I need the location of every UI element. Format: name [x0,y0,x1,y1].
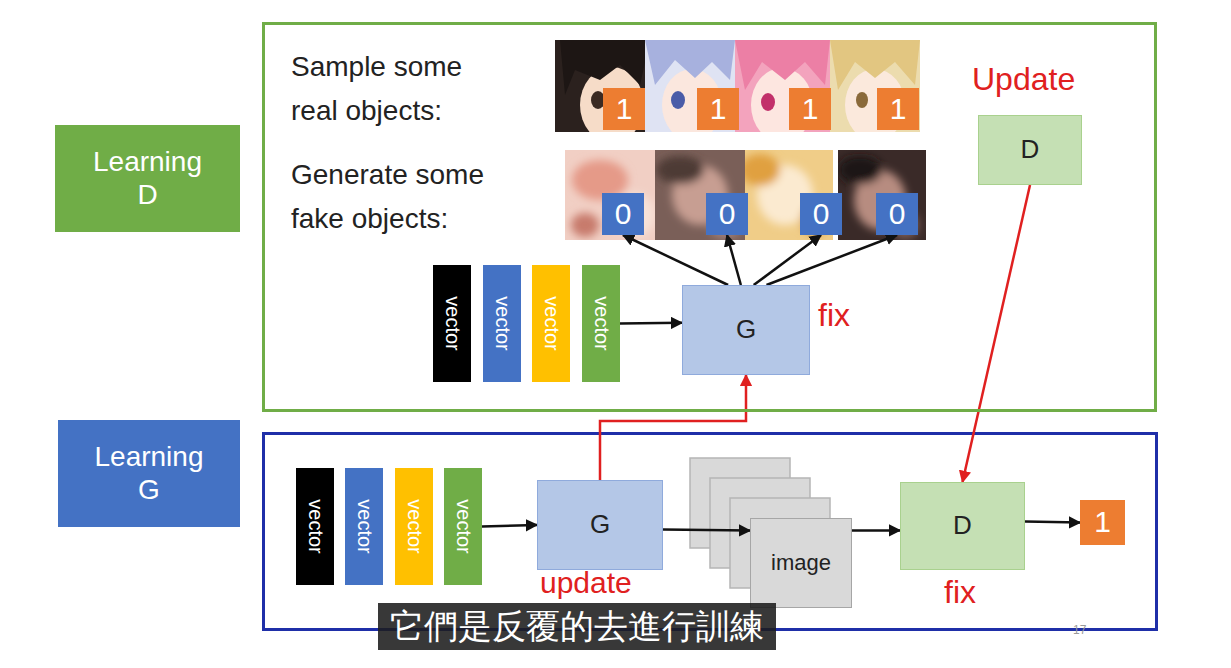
label-badge: 1 [789,88,831,130]
node-text: vector [304,499,327,553]
state-note: fix [818,298,850,333]
state-note: Update [972,62,1075,97]
section-heading: Generate some fake objects: [291,153,503,241]
generator-box: G [537,480,663,570]
node-text: image [771,550,831,575]
subtitle-text: 它們是反覆的去進行訓練 [390,605,764,648]
fake-face-images [565,150,926,240]
node-text: D [1021,135,1040,165]
node-text: 1 [616,92,633,127]
node-text: Learning G [88,441,210,505]
learning-g-frame [264,434,1157,630]
page-number: 17 [1073,624,1086,637]
label-badge: 0 [876,193,918,235]
label-badge: 1 [877,88,919,130]
flow-arrow [620,322,682,325]
update-arrow [963,185,1031,482]
latent-vector: vector [345,468,383,585]
node-text: 1 [890,92,907,127]
discriminator-box: D [900,482,1025,570]
flow-arrow [727,235,741,285]
node-text: 0 [813,197,830,232]
label-badge: 1 [603,88,645,130]
node-text: vector [452,499,475,553]
node-text: G [590,510,610,540]
node-text: 0 [889,197,906,232]
flow-arrow [482,525,537,527]
state-note: fix [944,575,976,610]
real-face-images [555,40,920,143]
label-badge: 0 [706,193,748,235]
latent-vector: vector [483,265,521,382]
subtitle-bar: 它們是反覆的去進行訓練 [378,603,776,650]
label-badge: 1 [697,88,739,130]
connector-layer [482,185,1080,531]
node-text: Learning D [87,146,209,210]
node-text: 1 [1094,505,1111,540]
state-note: fix [818,298,850,333]
discriminator-box: D [978,115,1082,185]
label-badge: 0 [602,193,644,235]
flow-arrow [663,530,750,531]
label-badge: 0 [800,193,842,235]
flow-arrow [623,235,728,285]
node-text: vector [590,296,613,350]
node-text: 1 [710,92,727,127]
state-note: fix [944,575,976,610]
node-text: G [736,315,756,345]
node-text: 1 [802,92,819,127]
output-badge: 1 [1080,500,1125,545]
latent-vector: vector [532,265,570,382]
flow-arrow [852,529,900,532]
node-text: 0 [615,197,632,232]
node-text: vector [491,296,514,350]
flow-arrow [766,235,897,285]
section-label: Learning G [58,420,240,527]
node-text: vector [540,296,563,350]
latent-vector: vector [433,265,471,382]
node-text: vector [353,499,376,553]
update-arrow [600,375,746,480]
section-heading: Sample some real objects: [291,45,503,133]
flow-arrow [1025,520,1080,523]
image-card: image [750,518,852,608]
node-text: D [953,511,972,541]
node-text: 0 [719,197,736,232]
node-text: vector [441,296,464,350]
latent-vector: vector [395,468,433,585]
state-note: update [540,566,632,599]
page-number: 17 [1073,624,1086,637]
latent-vector: vector [582,265,620,382]
generator-box: G [682,285,810,375]
state-note: update [540,566,632,599]
section-label: Learning D [55,125,240,232]
state-note: Update [972,62,1075,97]
latent-vector: vector [296,468,334,585]
node-text: vector [403,499,426,553]
latent-vector: vector [444,468,482,585]
